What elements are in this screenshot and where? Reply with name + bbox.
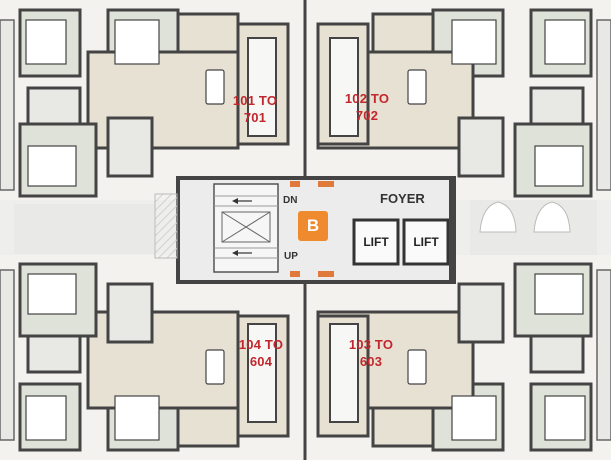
unit-label-line-2: 603	[359, 354, 383, 369]
unit-label-103-603: 103 TO 603	[336, 336, 406, 370]
unit-label-line-1: 103 TO	[348, 337, 394, 352]
unit-label-line-1: 104 TO	[238, 337, 284, 352]
stair-up-label: UP	[284, 251, 298, 262]
unit-label-line-2: 701	[243, 110, 267, 125]
lift-label-2: LIFT	[413, 235, 439, 249]
car-2	[533, 201, 571, 233]
block-badge: B	[298, 211, 328, 241]
unit-label-101-701: 101 TO 701	[220, 92, 290, 126]
unit-label-line-2: 604	[249, 354, 273, 369]
unit-label-line-1: 101 TO	[232, 93, 278, 108]
unit-label-102-702: 102 TO 702	[332, 90, 402, 124]
car-1	[479, 201, 517, 233]
unit-label-line-1: 102 TO	[344, 91, 390, 106]
lift-1	[352, 218, 400, 266]
unit-bottom-left	[0, 262, 290, 452]
lift-label-1: LIFT	[363, 235, 389, 249]
stair-down-label: DN	[283, 195, 298, 206]
staircase	[213, 183, 279, 273]
unit-label-line-2: 702	[355, 108, 379, 123]
unit-label-104-604: 104 TO 604	[226, 336, 296, 370]
foyer-label: FOYER	[380, 191, 425, 206]
unit-top-left	[0, 8, 290, 198]
unit-top-right	[316, 8, 611, 198]
lift-2	[402, 218, 450, 266]
